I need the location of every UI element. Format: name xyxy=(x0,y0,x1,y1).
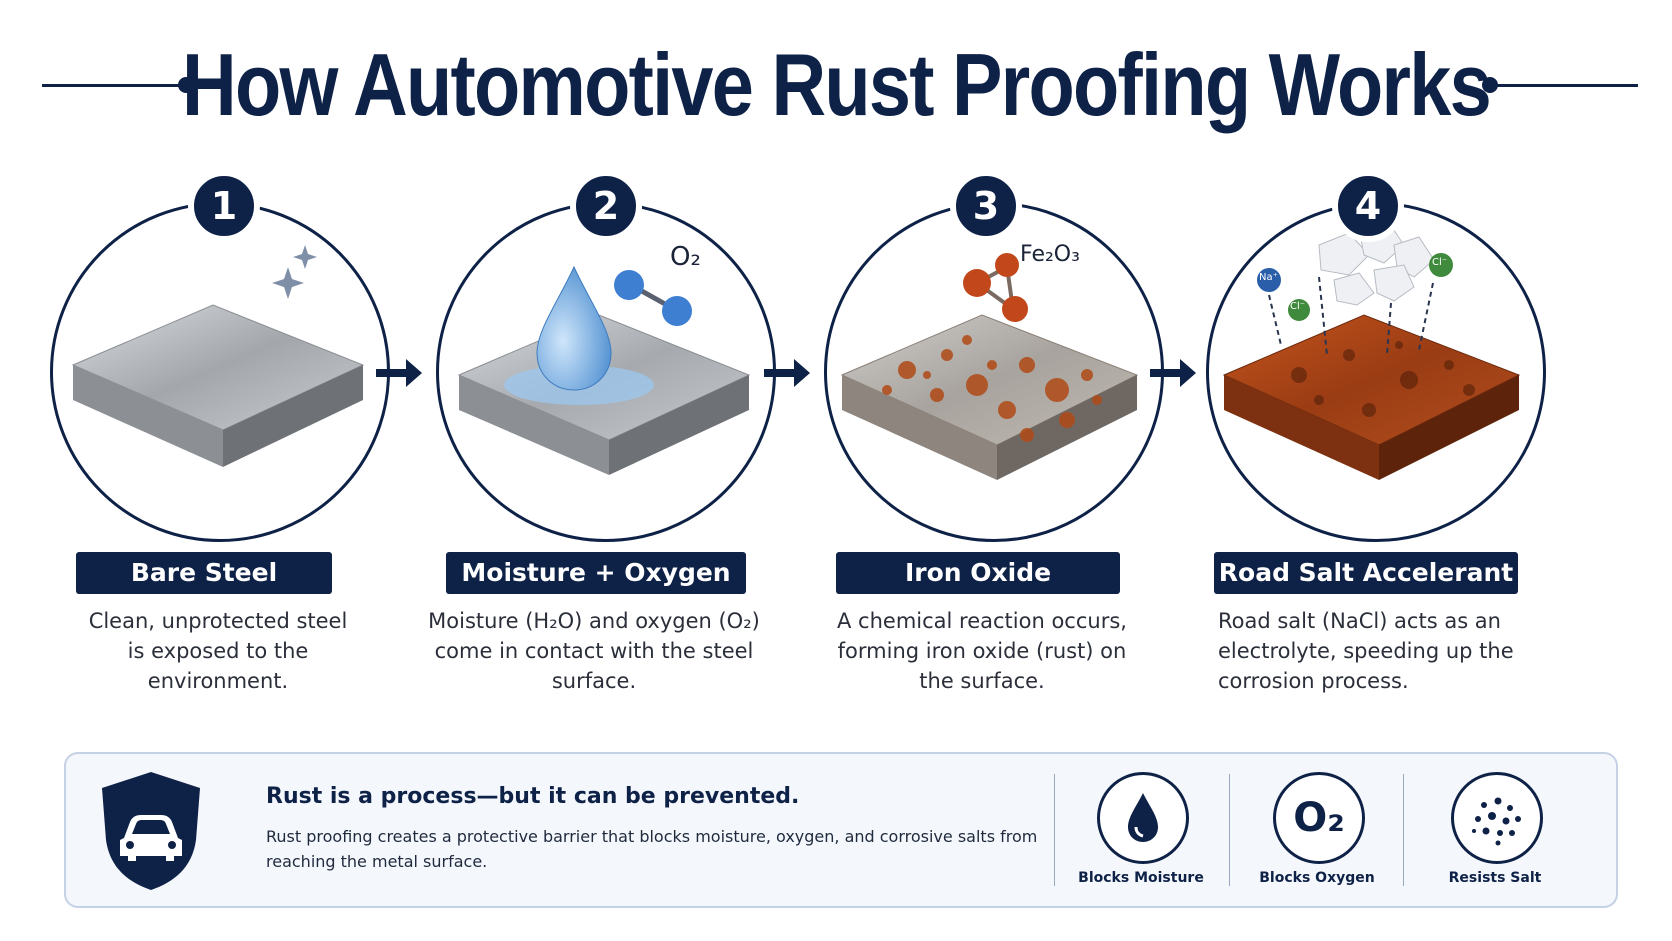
step-description: Road salt (NaCl) acts as an electrolyte,… xyxy=(1218,606,1538,696)
desc-line: Moisture (H₂O) and oxygen (O₂) xyxy=(428,609,760,633)
desc-line: forming iron oxide (rust) on xyxy=(837,639,1127,663)
step-description: A chemical reaction occurs, forming iron… xyxy=(822,606,1142,696)
desc-line: A chemical reaction occurs, xyxy=(837,609,1127,633)
step-number: 3 xyxy=(950,170,1022,242)
step-illustration xyxy=(824,202,1164,542)
feature-blocks-moisture: Blocks Moisture xyxy=(1066,772,1216,897)
feature-resists-salt: Resists Salt xyxy=(1420,772,1570,897)
step-description: Clean, unprotected steel is exposed to t… xyxy=(68,606,368,696)
step-2: 2 O₂ Moisture + Oxygen Moisture (H₂O) an… xyxy=(428,170,784,710)
title-rule-left xyxy=(42,84,182,87)
road-salt-plate-icon xyxy=(1222,222,1521,480)
arrow-right-icon xyxy=(1148,355,1198,395)
oxygen-symbol: O₂ xyxy=(1293,795,1345,841)
ion-label: Cl⁻ xyxy=(1432,257,1448,268)
feature-label: Blocks Oxygen xyxy=(1259,870,1375,886)
car-shield-icon xyxy=(96,768,206,898)
molecule-label: Fe₂O₃ xyxy=(1020,242,1080,267)
desc-line: surface. xyxy=(551,669,637,693)
step-label: Road Salt Accelerant xyxy=(1214,552,1518,594)
iron-oxide-plate-icon xyxy=(840,253,1139,480)
divider xyxy=(1054,774,1055,886)
oxygen-icon: O₂ xyxy=(1273,772,1365,864)
ion-label: Na⁺ xyxy=(1259,272,1278,283)
step-number: 4 xyxy=(1332,170,1404,242)
bare-steel-plate-icon xyxy=(71,245,365,467)
step-number: 2 xyxy=(570,170,642,242)
step-number: 1 xyxy=(188,170,260,242)
divider xyxy=(1403,774,1404,886)
page-title: How Automotive Rust Proofing Works xyxy=(182,35,1492,134)
molecule-label: O₂ xyxy=(670,242,701,272)
desc-line: is exposed to the xyxy=(127,639,309,663)
title-rule-right xyxy=(1490,84,1638,87)
ion-label: Cl⁻ xyxy=(1290,301,1306,312)
header: How Automotive Rust Proofing Works xyxy=(0,30,1672,140)
arrow-right-icon xyxy=(762,355,812,395)
arrow-right-icon xyxy=(374,355,424,395)
desc-line: the surface. xyxy=(919,669,1045,693)
step-label: Moisture + Oxygen xyxy=(446,552,746,594)
step-illustration xyxy=(50,202,390,542)
step-label: Bare Steel xyxy=(76,552,332,594)
title-dot-left xyxy=(178,77,194,93)
desc-line: electrolyte, speeding up the xyxy=(1218,639,1514,663)
desc-line: Road salt (NaCl) acts as an xyxy=(1218,609,1501,633)
divider xyxy=(1229,774,1230,886)
step-1: 1 Bare Steel Clean, unprotected steel is… xyxy=(48,170,398,710)
step-4: 4 xyxy=(1204,170,1554,710)
water-drop-icon xyxy=(1097,772,1189,864)
step-3: 3 Fe₂O₃ Iron Ox xyxy=(822,170,1172,710)
panel-text: Rust proofing creates a protective barri… xyxy=(266,827,1038,871)
moisture-steel-plate-icon xyxy=(457,265,751,475)
salt-particles-icon xyxy=(1451,772,1543,864)
desc-line: environment. xyxy=(147,669,289,693)
step-illustration xyxy=(1206,202,1546,542)
prevention-panel: Rust is a process—but it can be prevente… xyxy=(64,752,1618,908)
panel-title: Rust is a process—but it can be prevente… xyxy=(266,784,800,809)
step-description: Moisture (H₂O) and oxygen (O₂) come in c… xyxy=(424,606,764,696)
step-label: Iron Oxide xyxy=(836,552,1120,594)
desc-line: Clean, unprotected steel xyxy=(88,609,348,633)
feature-blocks-oxygen: O₂ Blocks Oxygen xyxy=(1242,772,1392,897)
feature-label: Resists Salt xyxy=(1448,870,1542,886)
desc-line: corrosion process. xyxy=(1218,669,1409,693)
desc-line: come in contact with the steel xyxy=(434,639,754,663)
step-illustration xyxy=(436,202,776,542)
feature-label: Blocks Moisture xyxy=(1078,870,1204,886)
